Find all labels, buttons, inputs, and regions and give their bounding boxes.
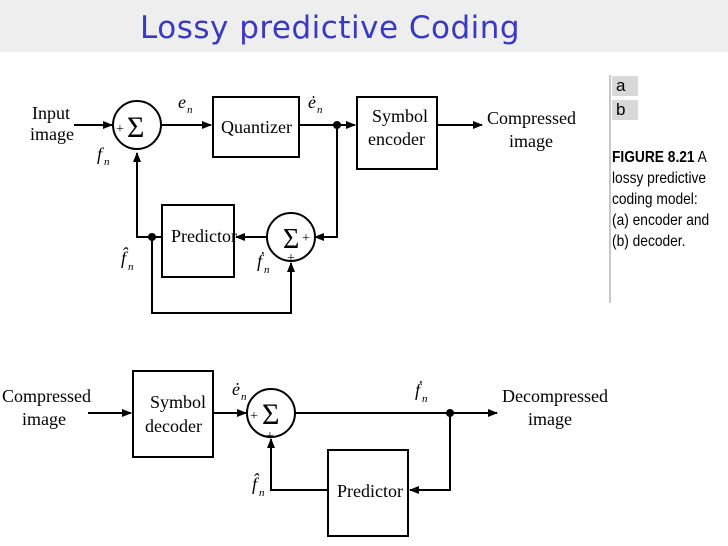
caption-line-4: (b) decoder. (612, 233, 686, 250)
decoder-f-hat-n-sub: n (259, 487, 265, 499)
figure-caption: FIGURE 8.21 A lossy predictive coding mo… (612, 147, 710, 252)
decoder-f-hat-n-label: f̂ (252, 473, 260, 494)
caption-line-1: lossy predictive (612, 170, 707, 187)
symbol-decoder-label-2: decoder (145, 416, 202, 436)
e-n-sub: n (187, 104, 193, 116)
symbol-encoder-label-1: Symbol (372, 106, 428, 126)
caption-heading-line: FIGURE 8.21 A (612, 147, 708, 168)
decoder-input-label-1: Compressed (2, 386, 91, 406)
encoder-predictor-label: Predictor (171, 226, 237, 246)
slide-title: Lossy predictive Coding (140, 10, 521, 46)
e-n-label: e (178, 92, 186, 112)
decoder-e-dot-n-label: ė (232, 379, 240, 399)
feedback-sum-sigma: Σ (283, 224, 299, 255)
e-dot-n-sub: n (317, 104, 323, 116)
decoder-e-dot-n-sub: n (241, 391, 247, 403)
decoder-f-dot-n-label: ḟ (415, 379, 423, 400)
encoder-sum-plus: + (116, 122, 124, 137)
f-hat-n-sub: n (128, 261, 134, 273)
output-label-2: image (509, 131, 553, 151)
caption-a: A (697, 149, 707, 166)
decoder-predictor-block (327, 449, 409, 537)
encoder-sum-sigma: Σ (127, 111, 144, 144)
figure-part-labels: a b (612, 76, 638, 124)
input-label-1: Input (32, 103, 70, 123)
caption-figure-number: FIGURE 8.21 (612, 149, 695, 166)
decoder-input-label-2: image (22, 409, 66, 429)
decoder-f-dot-n-sub: n (422, 393, 428, 405)
symbol-decoder-label-1: Symbol (150, 392, 206, 412)
f-hat-n-label: f̂ (121, 247, 129, 268)
part-label-a: a (612, 76, 638, 96)
decoder-feedback-arrow (409, 413, 451, 494)
quantizer-block (212, 96, 300, 158)
decoder-diagram (88, 370, 498, 537)
decoder-sum-plus-left: + (250, 409, 258, 424)
encoder-junction-dot (333, 121, 341, 129)
caption-line-3: (a) encoder and (612, 212, 710, 229)
encoder-sum-minus: − (131, 143, 139, 158)
encoder-diagram (74, 96, 483, 314)
caption-divider (609, 75, 611, 303)
quantizer-label: Quantizer (221, 117, 292, 137)
output-label-1: Compressed (487, 108, 576, 128)
decoder-predictor-to-sum-arrow (267, 438, 328, 491)
feedback-sum-plus-bottom: + (287, 251, 295, 266)
decoder-output-label-1: Decompressed (502, 386, 608, 406)
f-dot-n-sub: n (264, 264, 270, 276)
encoder-predictor-block (161, 204, 235, 278)
decoder-sum-plus-bottom: + (266, 429, 274, 444)
symbol-decoder-block (132, 370, 214, 458)
e-dot-n-label: ė (308, 92, 316, 112)
decoder-output-label-2: image (528, 409, 572, 429)
feedback-branch (314, 125, 338, 241)
predictor-to-feedback-arrow (151, 237, 295, 314)
f-n-sub: n (104, 156, 110, 168)
f-n-label: f (97, 144, 105, 164)
symbol-encoder-label-2: encoder (368, 129, 425, 149)
feedback-sum-plus-right: + (302, 231, 310, 246)
part-label-b: b (612, 100, 638, 120)
decoder-sum-sigma: Σ (262, 398, 279, 431)
predictor-to-sum-arrow (133, 152, 162, 238)
caption-line-2: coding model: (612, 191, 698, 208)
f-dot-n-label: ḟ (257, 250, 265, 271)
title-bar (0, 0, 728, 52)
predictor-junction-dot (148, 233, 156, 241)
decoder-junction-dot (446, 409, 454, 417)
decoder-predictor-label: Predictor (337, 481, 403, 501)
input-label-2: image (30, 124, 74, 144)
symbol-encoder-block (356, 96, 438, 170)
